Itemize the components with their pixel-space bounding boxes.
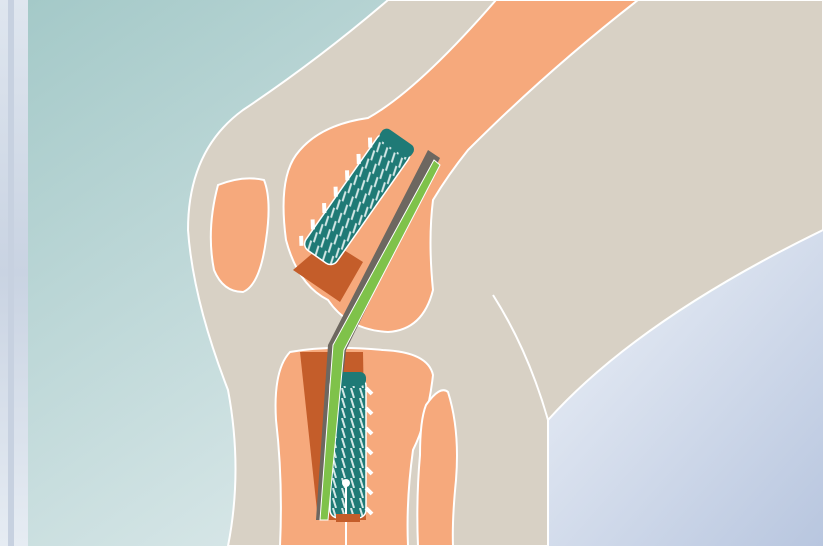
left-edge-panel xyxy=(0,0,28,546)
fibula-bone xyxy=(417,390,457,546)
knee-illustration xyxy=(28,0,823,546)
